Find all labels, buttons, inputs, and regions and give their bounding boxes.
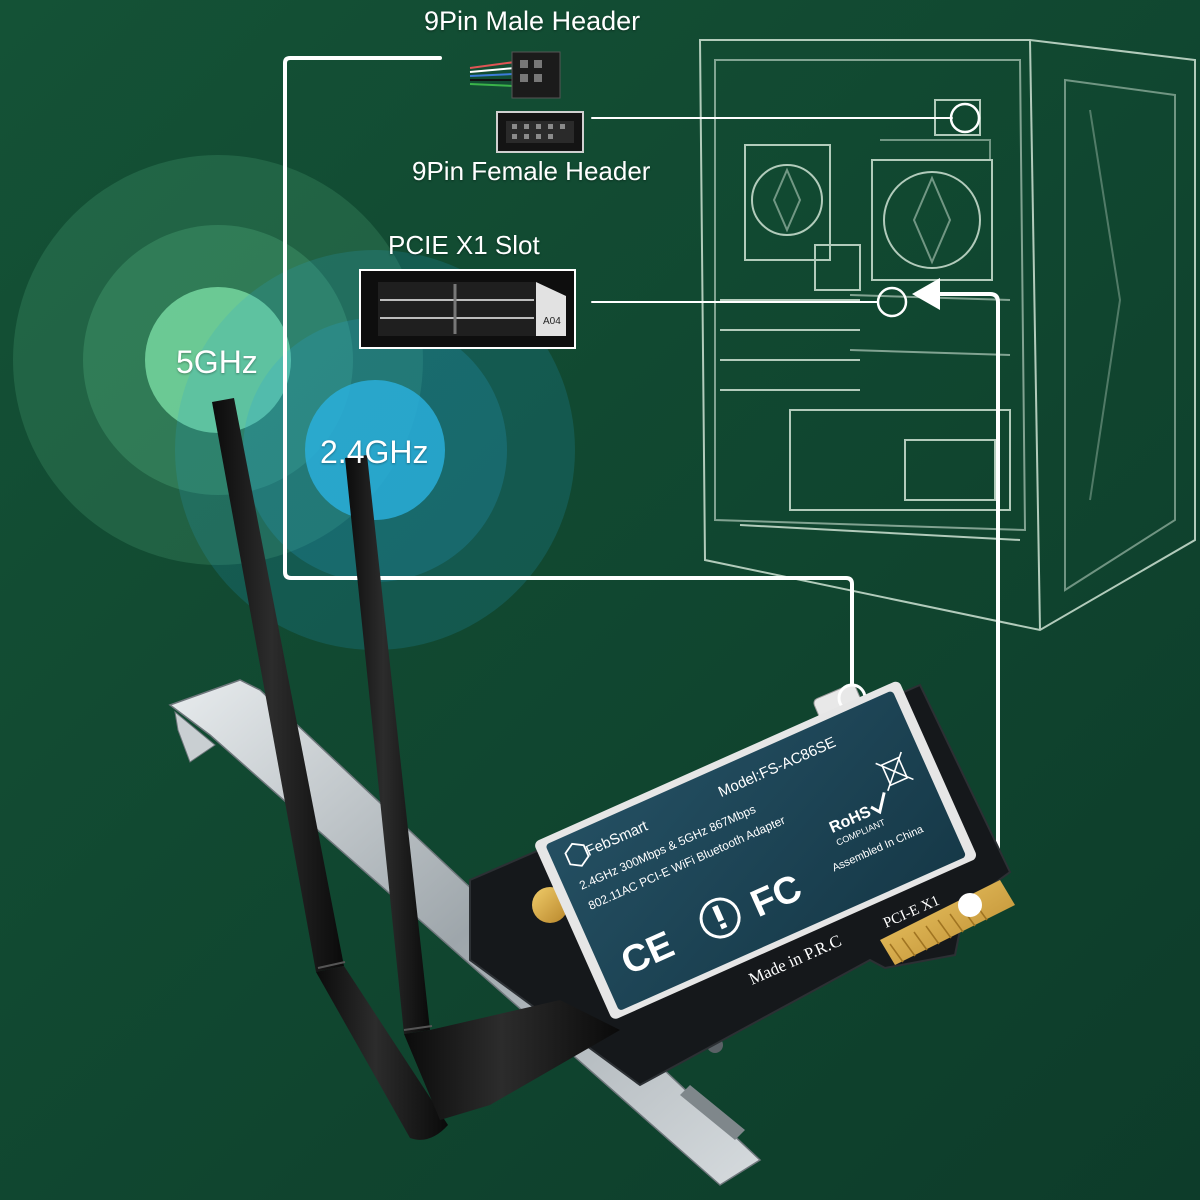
female-header-label: 9Pin Female Header (412, 156, 651, 186)
check-icon (870, 792, 886, 815)
antenna-right (345, 455, 620, 1120)
pc-tower-illustration (698, 39, 1196, 632)
pcie-port-marker (876, 286, 908, 318)
pcie-slot-label: PCIE X1 Slot (388, 230, 540, 260)
band-24ghz-label: 2.4GHz (320, 434, 429, 470)
signal-24ghz-rings (175, 250, 575, 650)
recycle-bin-icon (875, 751, 914, 792)
pcie-slot-image (359, 269, 576, 349)
arrow-left-icon (912, 278, 940, 310)
antenna-left (212, 398, 448, 1140)
pcie-slot-marking: A04 (543, 316, 561, 327)
product-label-panel: FebSmart Model:FS-AC86SE 2.4GHz 300Mbps … (535, 681, 977, 1019)
usb-header-route-line (283, 56, 854, 692)
exclamation-icon (699, 897, 741, 939)
male-header-label: 9Pin Male Header (424, 6, 641, 36)
band-5ghz-label: 5GHz (176, 344, 258, 380)
shield-logo-icon (564, 842, 590, 867)
male-header-connector (469, 51, 561, 99)
usb-port-marker (949, 102, 981, 134)
pcie-connector-marker (958, 893, 982, 917)
female-header-connector (496, 111, 584, 153)
